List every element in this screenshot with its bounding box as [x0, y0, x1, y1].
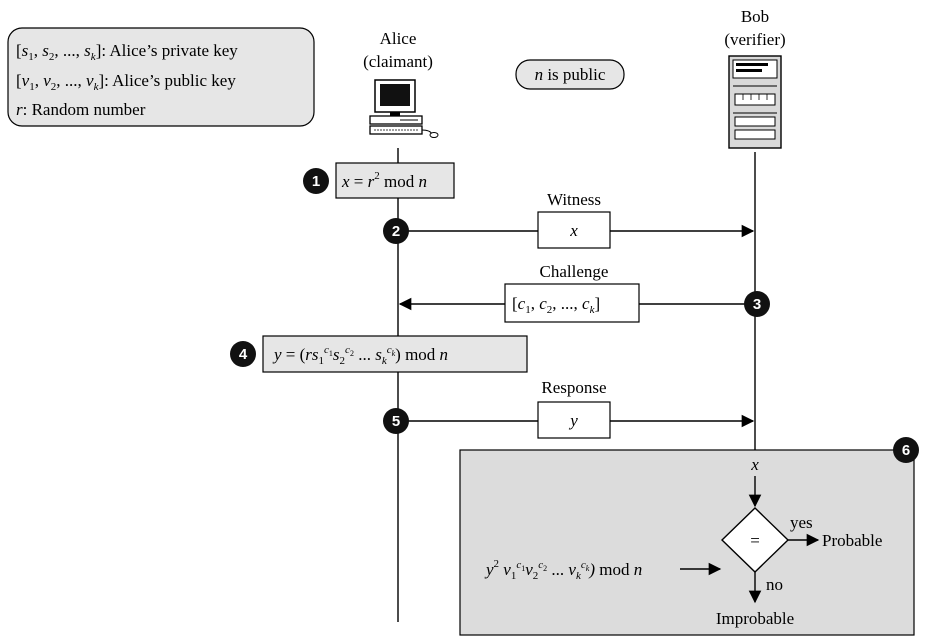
response-label: Response [541, 378, 606, 397]
legend-private-key: [s1, s2, ..., sk]: Alice’s private key [16, 41, 238, 63]
alice-name: Alice [380, 29, 417, 48]
svg-text:n is public: n is public [535, 65, 606, 84]
legend-public-key: [v1, v2, ..., vk]: Alice’s public key [16, 71, 236, 93]
no-label: no [766, 575, 783, 594]
verify-input-x: x [750, 455, 759, 474]
legend-box: [s1, s2, ..., sk]: Alice’s private key [… [7, 27, 315, 127]
challenge-label: Challenge [540, 262, 609, 281]
svg-text:1: 1 [312, 173, 320, 190]
response-formula: y = (rs1c1s2c2 ... skck) mod n [272, 344, 448, 367]
step-5: 5 Response y [383, 378, 755, 439]
response-value: y [568, 411, 578, 430]
step-1: x = r2 mod n 1 [303, 162, 455, 199]
server-icon [728, 55, 782, 149]
commitment-formula: x = r2 mod n [341, 170, 427, 191]
svg-text:3: 3 [753, 296, 761, 313]
witness-value: x [569, 221, 578, 240]
step-3: 3 Challenge [c1, c2, ..., ck] [398, 262, 770, 323]
legend-random-number: r: Random number [16, 100, 146, 119]
alice-role: (claimant) [363, 52, 433, 71]
improbable-result: Improbable [716, 609, 794, 628]
svg-text:4: 4 [239, 346, 248, 363]
public-note: n is public [515, 59, 625, 90]
yes-label: yes [790, 513, 813, 532]
probable-result: Probable [822, 531, 882, 550]
witness-label: Witness [547, 190, 601, 209]
bob-name: Bob [741, 7, 769, 26]
challenge-value: [c1, c2, ..., ck] [512, 294, 600, 316]
step-bullet [303, 168, 329, 194]
bob-role: (verifier) [724, 30, 785, 49]
svg-text:6: 6 [902, 442, 910, 459]
computer-icon [369, 79, 439, 138]
svg-text:=: = [750, 531, 760, 550]
step-4: y = (rs1c1s2c2 ... skck) mod n 4 [230, 335, 528, 373]
verification-formula: y2 v1c1v2c2 ... vkck) mod n [484, 558, 642, 582]
step-2: 2 Witness x [383, 190, 755, 249]
svg-text:5: 5 [392, 413, 400, 430]
step-6-verification: 6 x = y2 v1c1v2c2 ... vkck) mod n yes Pr… [459, 437, 919, 636]
svg-text:2: 2 [392, 223, 400, 240]
